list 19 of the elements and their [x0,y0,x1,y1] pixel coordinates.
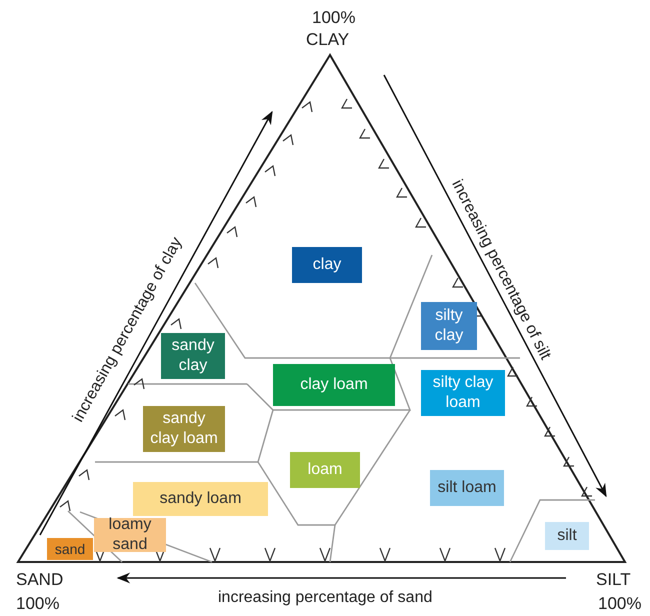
soil-class-patch: silty clay [421,302,477,350]
soil-class-patch: clay [292,247,362,283]
soil-class-patch: silt [545,522,589,550]
soil-class-patch: clay loam [273,364,395,406]
soil-class-patch: sandy loam [133,482,268,516]
soil-class-patch: loamy sand [94,518,166,552]
soil-class-patch: silt loam [430,470,504,506]
soil-class-patch: sandy clay loam [143,406,225,452]
soil-class-patch: sandy clay [161,333,225,379]
corner-label: CLAY [306,30,350,50]
corner-label: 100% [16,594,60,614]
soil-class-patch: silty clay loam [421,370,505,416]
soil-class-patch: loam [290,452,360,488]
corner-label: 100% [312,8,356,28]
corner-label: 100% [598,594,642,614]
corner-label: SAND [16,570,64,590]
soil-class-patch: sand [47,538,93,560]
corner-label: SILT [596,570,631,590]
axis-label: increasing percentage of sand [218,589,432,607]
